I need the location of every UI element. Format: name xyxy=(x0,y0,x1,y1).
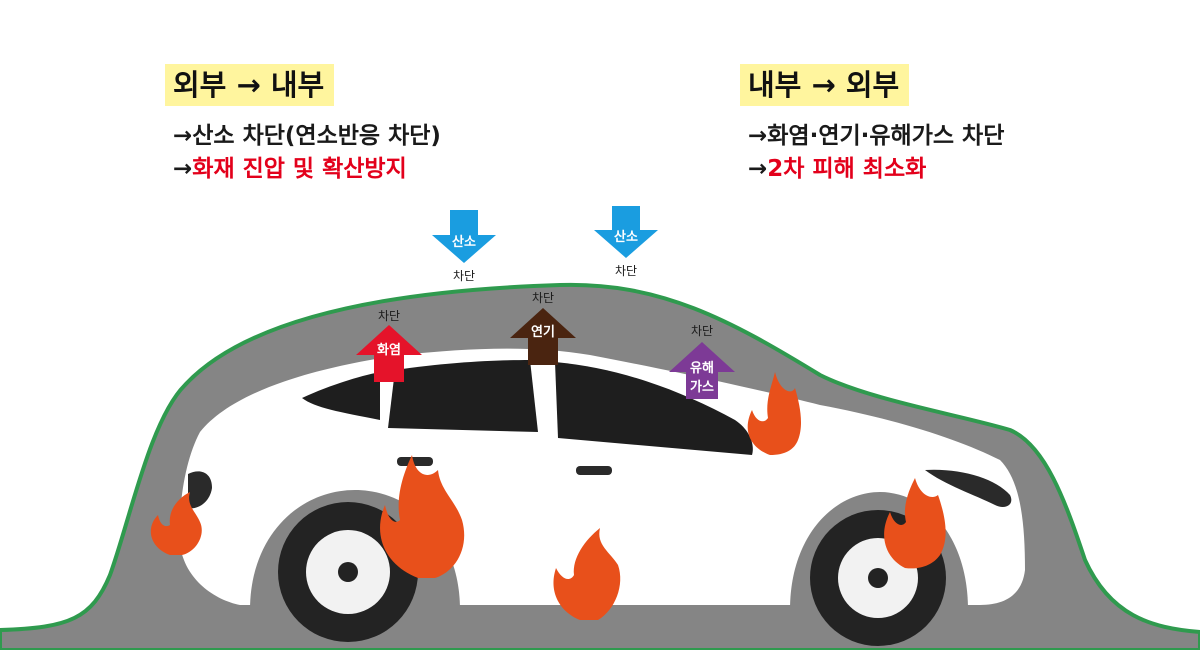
front-side-window xyxy=(555,362,753,455)
toxic-gas-label-1: 유해 xyxy=(690,360,714,376)
block-caption: 차단 xyxy=(453,269,475,283)
block-caption: 차단 xyxy=(691,324,713,338)
outside-to-inside-heading: 외부 → 내부 xyxy=(165,64,335,106)
rear-window xyxy=(302,372,380,420)
fire-icon xyxy=(553,528,621,620)
outside-to-inside-panel: 외부 → 내부 →산소 차단(연소반응 차단) →화재 진압 및 확산방지 xyxy=(165,64,441,186)
smoke-arrow: 연기 차단 xyxy=(510,291,576,365)
block-caption: 차단 xyxy=(378,309,400,323)
toxic-gas-arrow: 유해 가스 차단 xyxy=(669,324,735,399)
oxygen-arrow-left: 산소 차단 xyxy=(432,210,496,283)
fire-suppression-highlight: 화재 진압 및 확산방지 xyxy=(192,156,407,182)
flame-label: 화염 xyxy=(377,342,401,358)
flame-arrow: 화염 차단 xyxy=(356,309,422,382)
secondary-damage-text: →2차 피해 최소화 xyxy=(748,153,1004,186)
headlight xyxy=(925,469,1012,507)
block-caption: 차단 xyxy=(532,291,554,305)
inside-to-outside-heading: 내부 → 외부 xyxy=(740,64,910,106)
fire-icon xyxy=(380,455,465,578)
fire-icon xyxy=(884,478,946,569)
door-handle-rear xyxy=(397,457,433,466)
emission-block-text: →화염·연기·유해가스 차단 xyxy=(748,123,1005,149)
rear-side-window xyxy=(388,360,538,432)
oxygen-label: 산소 xyxy=(614,229,638,245)
fire-icon xyxy=(747,372,802,455)
arrow-prefix: → xyxy=(173,156,193,182)
block-caption: 차단 xyxy=(615,264,637,278)
arrow-prefix: → xyxy=(748,156,768,182)
secondary-damage-highlight: 2차 피해 최소화 xyxy=(767,156,927,182)
inside-to-outside-panel: 내부 → 외부 →화염·연기·유해가스 차단 →2차 피해 최소화 xyxy=(740,64,1004,186)
toxic-gas-label-2: 가스 xyxy=(690,380,714,395)
oxygen-block-text: →산소 차단(연소반응 차단) xyxy=(173,123,441,149)
door-handle-front xyxy=(576,466,612,475)
fire-suppression-text: →화재 진압 및 확산방지 xyxy=(173,153,441,186)
smoke-label: 연기 xyxy=(531,325,555,340)
oxygen-arrow-right: 산소 차단 xyxy=(594,206,658,278)
oxygen-label: 산소 xyxy=(452,234,476,250)
fire-icon xyxy=(150,492,202,555)
rear-light xyxy=(188,471,212,509)
